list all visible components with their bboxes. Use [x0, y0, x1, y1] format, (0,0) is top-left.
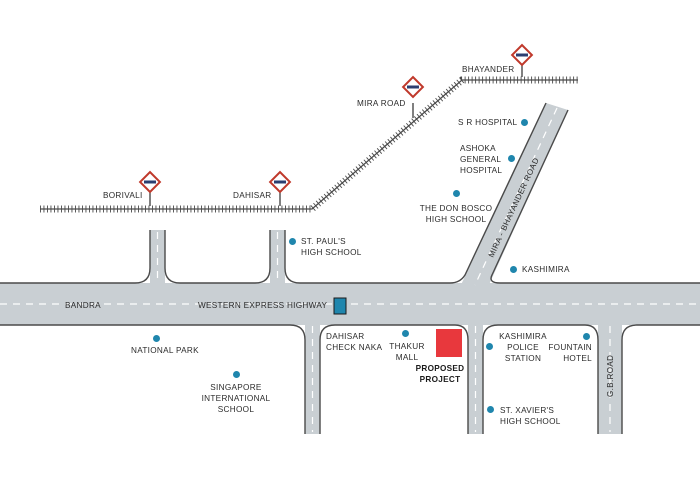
fountain-hotel-dot: [583, 333, 590, 340]
kashimira-dot: [510, 266, 517, 273]
bandra-label: BANDRA: [65, 301, 101, 310]
station-label-bhayander: BHAYANDER: [462, 65, 515, 74]
station-sign-dahisar: [268, 170, 292, 206]
sr-hospital-label: S R HOSPITAL: [458, 118, 518, 127]
proposed-project-marker: [436, 329, 462, 357]
kashimira-police-dot: [486, 343, 493, 350]
station-sign-mira-road: [401, 75, 425, 118]
dahisar-check-naka-road: [305, 321, 320, 434]
gb-road-label: G.B.ROAD: [606, 355, 615, 397]
station-label-mira-road: MIRA ROAD: [357, 99, 406, 108]
road-edges: [0, 102, 700, 434]
thakur-mall-dot: [402, 330, 409, 337]
gb-road: [598, 321, 622, 434]
kashimira-label: KASHIMIRA: [522, 265, 570, 274]
sr-hospital-dot: [521, 119, 528, 126]
western-express-highway-road: [0, 283, 700, 325]
national-park-dot: [153, 335, 160, 342]
station-label-dahisar: DAHISAR: [233, 191, 272, 200]
mira-bhayander-road: [460, 103, 568, 287]
national-park-label: NATIONAL PARK: [131, 346, 199, 355]
singapore-school-dot: [233, 371, 240, 378]
ashoka-hospital-dot: [508, 155, 515, 162]
st-xaviers-dot: [487, 406, 494, 413]
highway-label: WESTERN EXPRESS HIGHWAY: [198, 301, 328, 310]
railway-line: [40, 76, 578, 213]
station-sign-bhayander: [510, 43, 534, 77]
don-bosco-dot: [453, 190, 460, 197]
st-pauls-dot: [289, 238, 296, 245]
highway-toll-marker: [333, 297, 347, 315]
station-sign-borivali: [138, 170, 162, 206]
road-centre-lines: [0, 107, 700, 432]
station-label-borivali: BORIVALI: [103, 191, 143, 200]
kashimira-road: [468, 321, 483, 434]
